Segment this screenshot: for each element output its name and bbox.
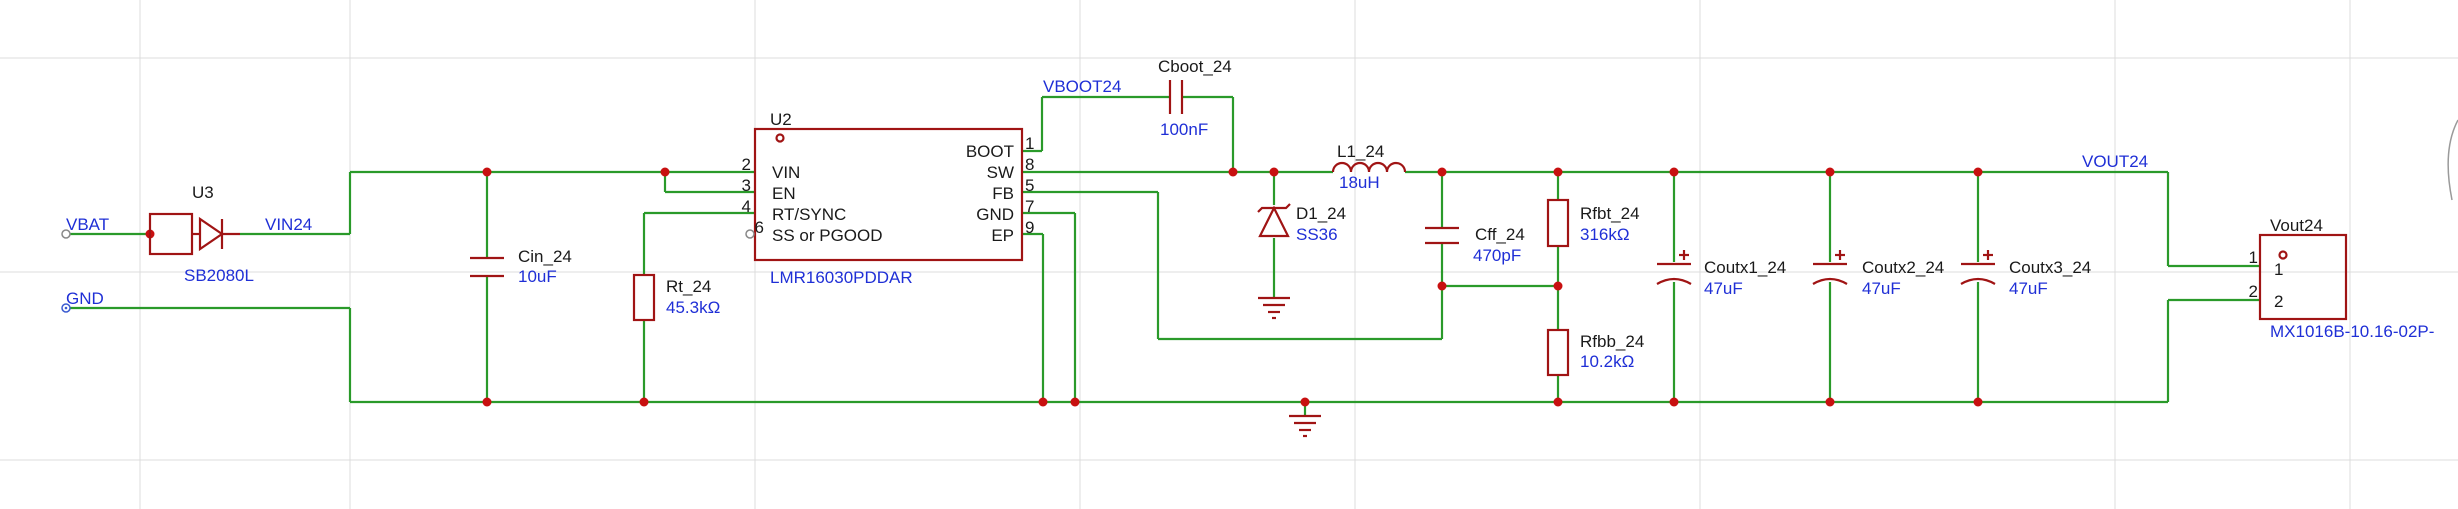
value-cboot: 100nF — [1160, 120, 1208, 139]
pin-name: BOOT — [966, 142, 1014, 161]
ref-cin: Cin_24 — [518, 247, 572, 266]
component-rt[interactable]: Rt_24 45.3kΩ — [632, 273, 720, 322]
pin-name: EP — [991, 226, 1014, 245]
ref-coutx3: Coutx3_24 — [2009, 258, 2091, 277]
ref-d1: D1_24 — [1296, 204, 1346, 223]
net-label-vbat: VBAT — [66, 215, 109, 234]
pin1-marker-icon — [2278, 250, 2288, 260]
ground-icon — [1258, 296, 1290, 320]
canvas-edge-arc — [2447, 119, 2458, 201]
value-cin: 10uF — [518, 267, 557, 286]
port-circle-icon — [61, 229, 71, 239]
diode-icon — [198, 216, 224, 252]
net-label-vin24: VIN24 — [265, 215, 312, 234]
resistor-icon — [632, 273, 656, 322]
value-rfbb: 10.2kΩ — [1580, 352, 1634, 371]
value-u2: LMR16030PDDAR — [770, 268, 913, 287]
value-coutx3: 47uF — [2009, 279, 2048, 298]
component-coutx2[interactable]: Coutx2_24 47uF — [1812, 250, 1944, 298]
component-rfbb[interactable]: Rfbb_24 10.2kΩ — [1546, 328, 1644, 377]
pin-name: 2 — [2274, 292, 2283, 311]
pin-name: FB — [992, 184, 1014, 203]
pin-name: GND — [976, 205, 1014, 224]
net-label-vboot24: VBOOT24 — [1043, 77, 1121, 96]
ref-u3: U3 — [192, 183, 214, 202]
component-u3[interactable]: U3 SB2080L — [148, 183, 254, 285]
value-rfbt: 316kΩ — [1580, 225, 1630, 244]
value-coutx1: 47uF — [1704, 279, 1743, 298]
resistor-icon — [1546, 328, 1570, 377]
pin-num: 3 — [742, 176, 751, 195]
ref-rfbb: Rfbb_24 — [1580, 332, 1644, 351]
junctions — [145, 167, 1983, 407]
ref-cboot: Cboot_24 — [1158, 57, 1232, 76]
pin-num: 1 — [2249, 248, 2258, 267]
pin-num: 9 — [1025, 218, 1034, 237]
connector-body — [2258, 233, 2348, 321]
component-cff[interactable]: Cff_24 470pF — [1425, 225, 1525, 265]
pin-num: 5 — [1025, 176, 1034, 195]
ref-l1: L1_24 — [1337, 142, 1384, 161]
component-coutx3[interactable]: Coutx3_24 47uF — [1960, 250, 2091, 298]
pin-name: EN — [772, 184, 796, 203]
pin-name: VIN — [772, 163, 800, 182]
pin-num: 2 — [742, 155, 751, 174]
component-l1[interactable]: L1_24 18uH — [1331, 142, 1407, 192]
inductor-icon — [1331, 161, 1407, 173]
value-u3: SB2080L — [184, 266, 254, 285]
component-d1[interactable]: D1_24 SS36 — [1257, 203, 1346, 320]
pin-name: 1 — [2274, 260, 2283, 279]
pin-num: 2 — [2249, 282, 2258, 301]
pin1-marker-icon — [775, 133, 785, 143]
ref-coutx1: Coutx1_24 — [1704, 258, 1786, 277]
value-l1: 18uH — [1339, 173, 1380, 192]
pin-num: 7 — [1025, 197, 1034, 216]
value-vout24: MX1016B-10.16-02P- — [2270, 322, 2434, 341]
component-vout24[interactable]: Vout24 MX1016B-10.16-02P- 1 1 2 2 — [2249, 216, 2435, 341]
ref-vout24: Vout24 — [2270, 216, 2323, 235]
value-cff: 470pF — [1473, 246, 1521, 265]
ic-body — [753, 127, 1024, 262]
component-coutx1[interactable]: Coutx1_24 47uF — [1656, 250, 1786, 298]
value-coutx2: 47uF — [1862, 279, 1901, 298]
value-rt: 45.3kΩ — [666, 298, 720, 317]
component-cin[interactable]: Cin_24 10uF — [470, 247, 572, 286]
component-u2[interactable]: U2 LMR16030PDDAR 2 VIN 3 EN 4 RT/SYNC 6 … — [742, 110, 1035, 287]
pin-num: 6 — [755, 218, 764, 237]
schottky-diode-icon — [1258, 205, 1290, 238]
ref-u2: U2 — [770, 110, 792, 129]
pin-name: SW — [987, 163, 1014, 182]
ground-icon — [1289, 414, 1321, 438]
ref-rfbt: Rfbt_24 — [1580, 204, 1640, 223]
pin-num: 1 — [1025, 134, 1034, 153]
net-vbat[interactable]: VBAT — [61, 215, 109, 239]
net-gnd[interactable]: GND — [61, 289, 104, 313]
ref-coutx2: Coutx2_24 — [1862, 258, 1944, 277]
net-label-gnd: GND — [66, 289, 104, 308]
net-label-vout24: VOUT24 — [2082, 152, 2148, 171]
ref-rt: Rt_24 — [666, 277, 711, 296]
component-rfbt[interactable]: Rfbt_24 316kΩ — [1546, 198, 1640, 248]
pin-num: 8 — [1025, 155, 1034, 174]
value-d1: SS36 — [1296, 225, 1338, 244]
wires[interactable] — [66, 95, 2260, 416]
pin-num: 4 — [742, 197, 751, 216]
no-connect-icon — [745, 229, 755, 239]
component-cboot[interactable]: Cboot_24 100nF — [1158, 57, 1232, 139]
pin-name: RT/SYNC — [772, 205, 846, 224]
resistor-icon — [1546, 198, 1570, 248]
ref-cff: Cff_24 — [1475, 225, 1525, 244]
pin-name: SS or PGOOD — [772, 226, 883, 245]
